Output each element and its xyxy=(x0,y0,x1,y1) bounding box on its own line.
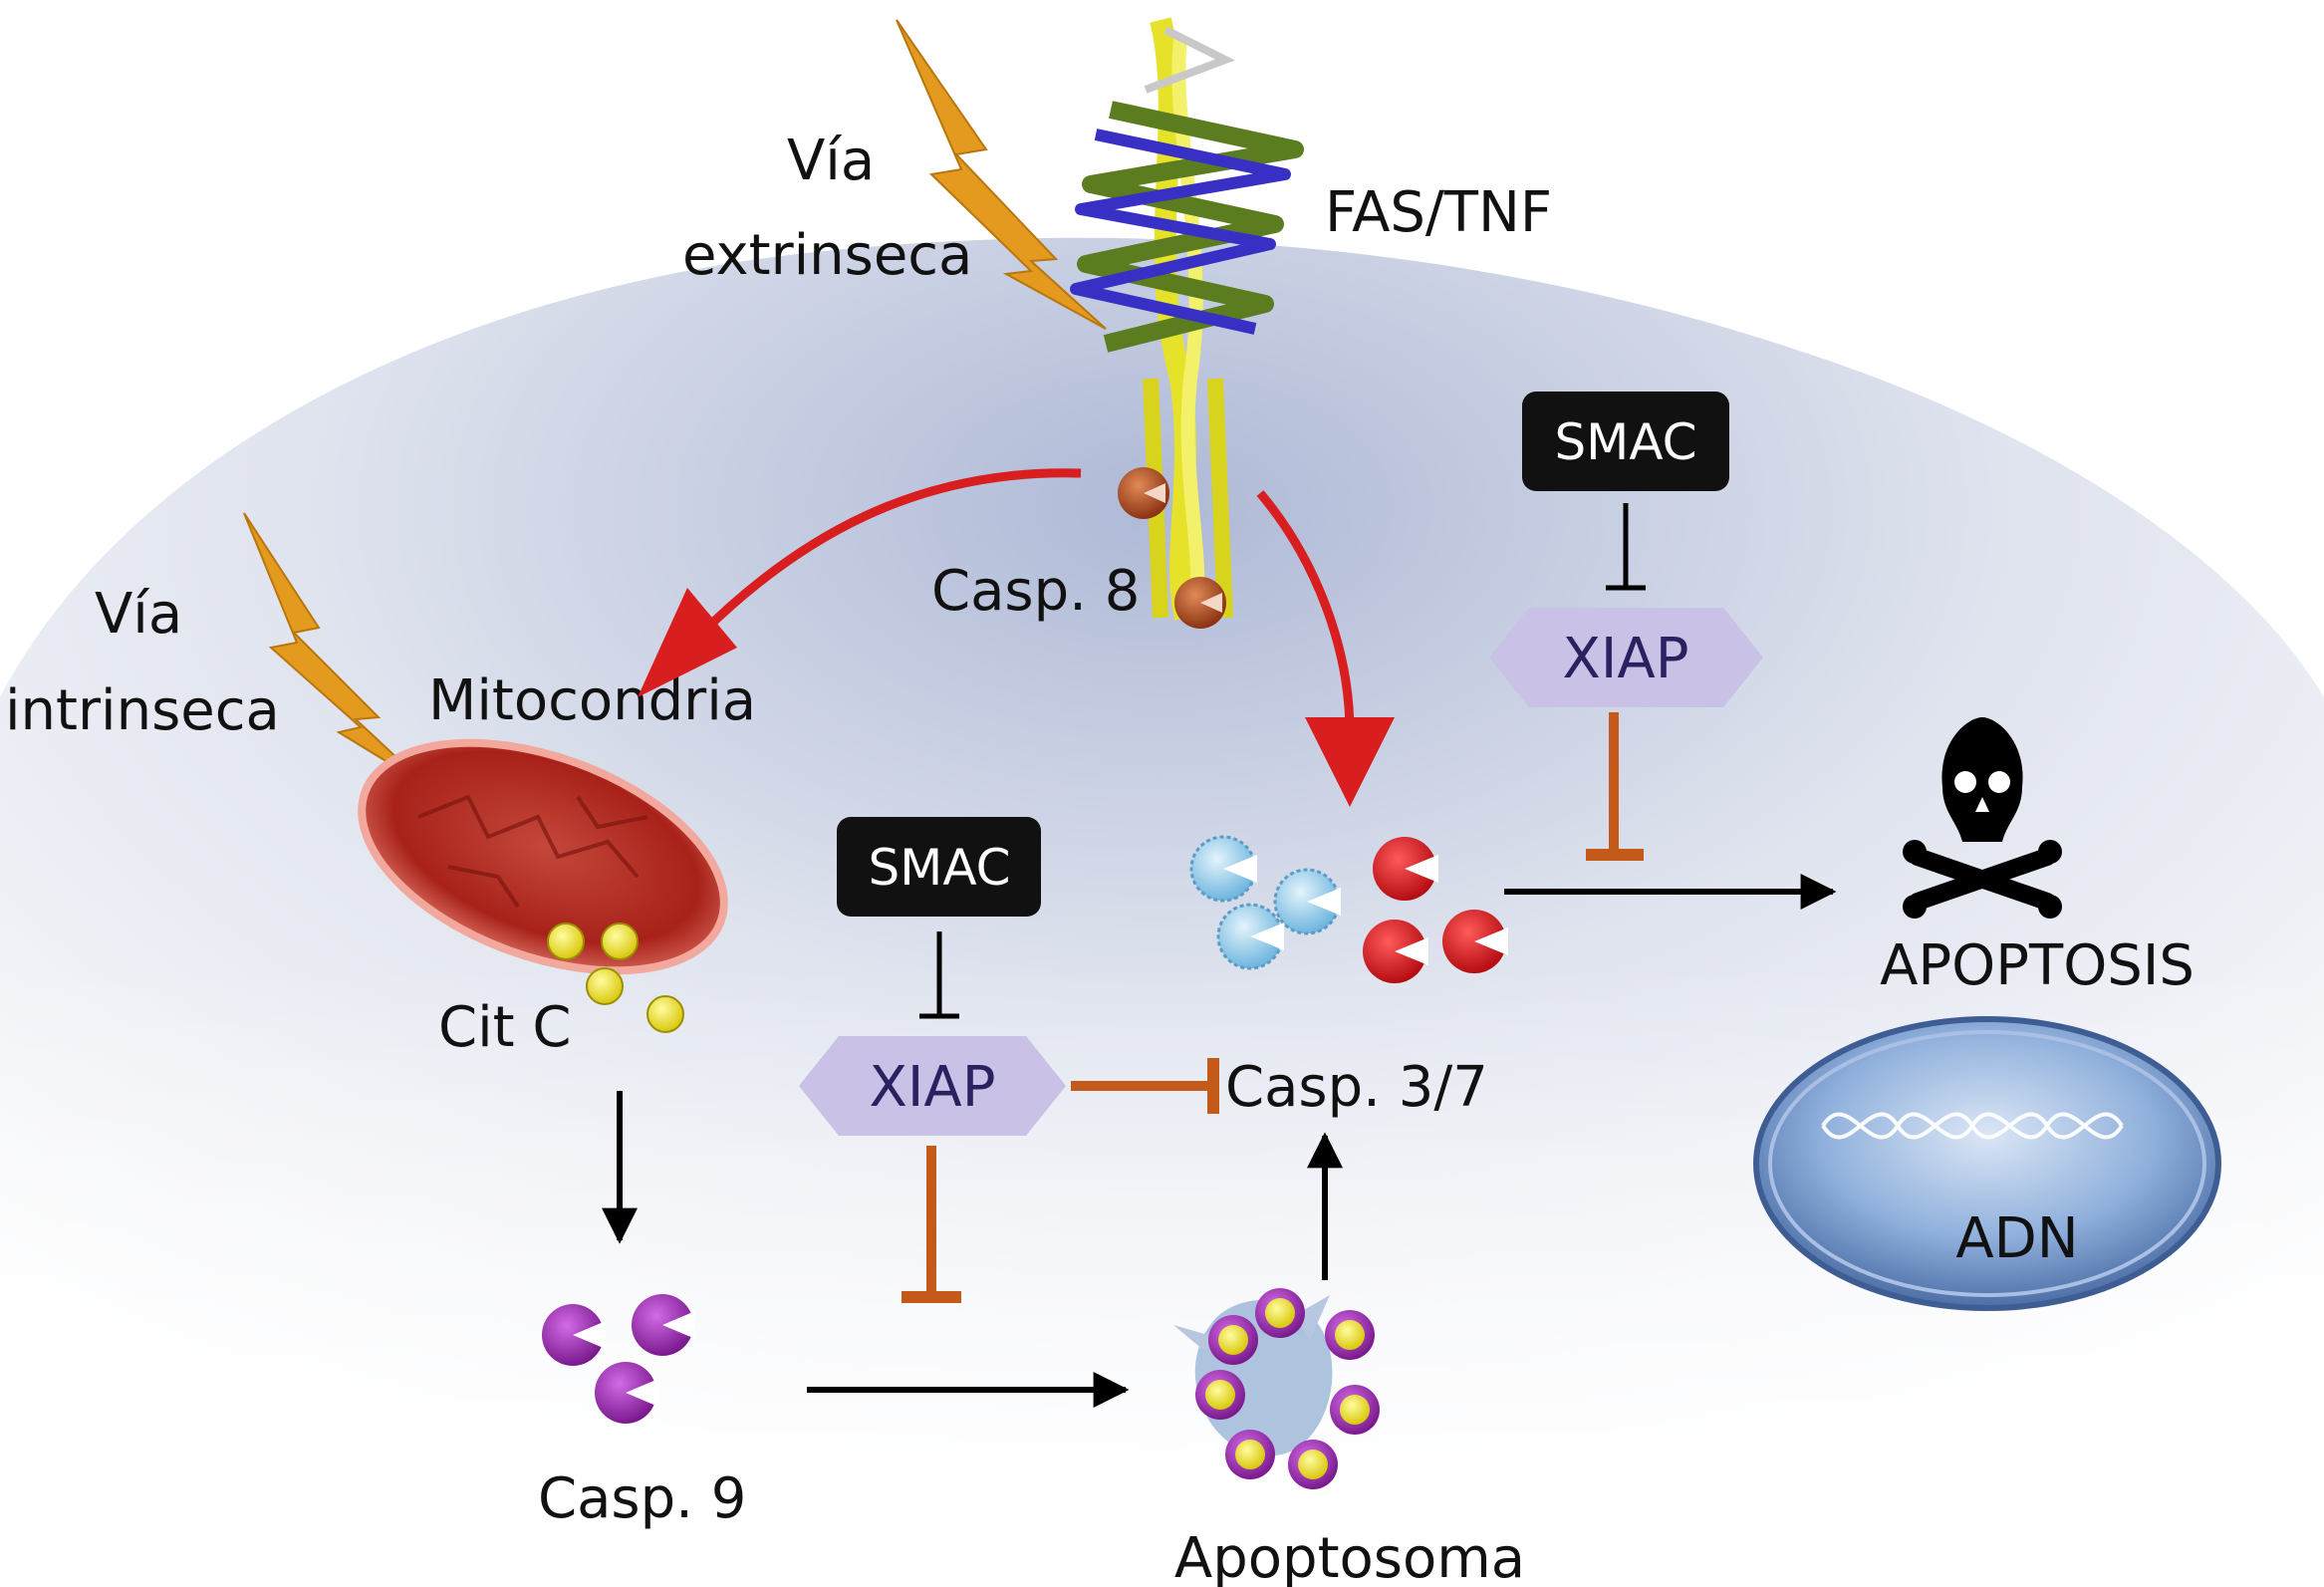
dna-helix-icon xyxy=(1821,1112,2124,1140)
cytochrome-c-molecules xyxy=(547,923,684,1033)
label-cit-c: Cit C xyxy=(438,995,572,1060)
xiap-inhibits-apoptosome xyxy=(902,1146,961,1303)
label-via-intrinseca-1: Vía xyxy=(95,582,182,647)
apoptosome-purple-ring xyxy=(1195,1288,1380,1489)
skull-crossbones-icon xyxy=(1903,717,2062,919)
xiap-hexagon-center: XIAP xyxy=(799,1036,1066,1136)
label-fas-tnf: FAS/TNF xyxy=(1325,180,1552,245)
label-casp9: Casp. 9 xyxy=(538,1466,746,1531)
xiap-inhibits-casp37 xyxy=(1071,1058,1219,1114)
label-apoptosoma: Apoptosoma xyxy=(1174,1526,1525,1587)
caspase-red-3 xyxy=(1442,910,1508,973)
cell-cytoplasm xyxy=(0,199,2324,1587)
label-casp8: Casp. 8 xyxy=(931,559,1140,624)
smac-box-center: SMAC xyxy=(837,817,1041,917)
fas-tnf-receptor-icon xyxy=(1070,17,1304,629)
smac-inhibits-xiap-center xyxy=(919,931,959,1019)
caspase-red-1 xyxy=(1373,837,1438,901)
smac-inhibits-xiap-right xyxy=(1606,503,1646,591)
label-xiap-center: XIAP xyxy=(870,1055,996,1120)
caspase-9-cluster xyxy=(542,1294,695,1424)
caspase-blue-1 xyxy=(1189,835,1257,903)
label-apoptosis: APOPTOSIS xyxy=(1880,933,2195,998)
mitochondrion xyxy=(358,738,728,975)
caspase-blue-2 xyxy=(1273,868,1341,935)
label-via-intrinseca-2: intrinseca xyxy=(5,678,280,743)
caspase-red-2 xyxy=(1363,920,1428,983)
caspase-3-7-cluster xyxy=(1189,835,1508,983)
label-mitocondria: Mitocondria xyxy=(428,668,756,733)
caspase-blue-3 xyxy=(1216,903,1284,970)
label-smac-right: SMAC xyxy=(1554,413,1696,471)
label-via-extrinseca-1: Vía xyxy=(787,129,875,193)
lightning-bolt-icon-extrinsic xyxy=(896,19,1107,330)
label-via-extrinseca-2: extrinseca xyxy=(682,223,972,288)
casp8-to-casp37-arrow xyxy=(1256,490,1395,807)
label-casp37: Casp. 3/7 xyxy=(1225,1055,1488,1120)
label-adn: ADN xyxy=(1955,1206,2078,1271)
smac-box-right: SMAC xyxy=(1522,392,1729,491)
casp8-to-mitochondria-arrow xyxy=(638,468,1082,697)
xiap-inhibits-apoptosis-path xyxy=(1586,712,1644,861)
label-xiap-right: XIAP xyxy=(1563,627,1689,691)
apoptosome xyxy=(1173,1288,1380,1489)
nucleus: ADN xyxy=(1753,1016,2221,1311)
label-smac-center: SMAC xyxy=(868,839,1010,897)
xiap-hexagon-right: XIAP xyxy=(1489,608,1763,707)
